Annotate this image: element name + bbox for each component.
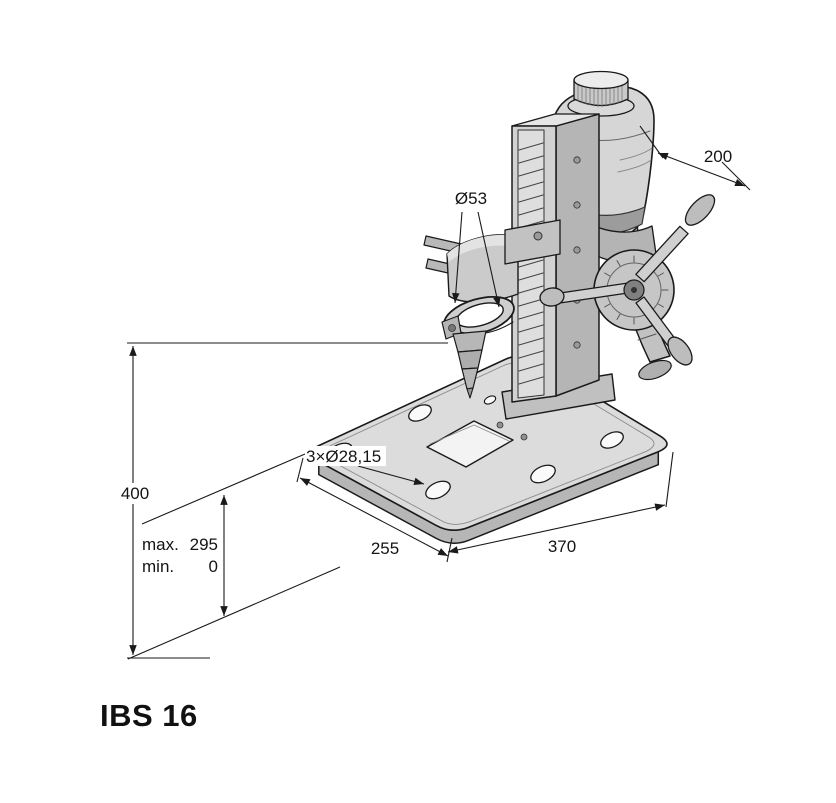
label-halo	[115, 483, 155, 504]
dimension-base-depth: 255	[296, 457, 453, 563]
base-rect-cutout-edge	[429, 424, 510, 445]
leader-line	[477, 211, 501, 308]
handle-grip	[539, 287, 565, 307]
dimension-base-holes: 3×Ø28,15	[302, 446, 425, 486]
dimension-line	[299, 477, 449, 557]
label-halo	[362, 538, 408, 558]
cap-top	[573, 70, 629, 90]
dimension-depth: 200	[639, 125, 751, 191]
guide-column	[511, 113, 600, 403]
column-screw	[573, 246, 581, 254]
arbor-step-1	[452, 330, 487, 353]
column-clamp	[504, 219, 561, 265]
base-hole	[530, 464, 556, 484]
cap-knurling	[577, 83, 623, 108]
extension-line	[721, 161, 751, 191]
label-halo	[538, 536, 586, 556]
base-hole	[408, 404, 432, 422]
base-holes-label: 3×Ø28,15	[306, 447, 381, 466]
extension-line	[665, 451, 674, 508]
handle-spoke	[635, 225, 689, 283]
label-halo	[448, 187, 494, 208]
extension-line	[639, 125, 664, 159]
stroke-min-label: min.	[142, 557, 174, 576]
dimension-line	[657, 152, 746, 187]
clamp-bolt	[533, 231, 543, 241]
column-screw	[573, 201, 581, 209]
base-hole	[600, 431, 624, 449]
stroke-min-value: 0	[209, 557, 218, 576]
dimension-line	[447, 503, 666, 554]
arbor-tip	[466, 387, 474, 399]
dimension-stroke-travel: max. 295 min. 0	[127, 453, 341, 660]
base-width-label: 370	[548, 537, 576, 556]
leader-line	[452, 211, 463, 304]
bracket-highlight	[447, 234, 518, 262]
motor-vents	[617, 147, 653, 173]
drill-stand-illustration	[310, 70, 716, 544]
extension-line	[141, 453, 306, 525]
extension-line	[127, 566, 341, 660]
hub-pin	[631, 287, 637, 293]
column-screw	[573, 156, 581, 164]
pinch-bolt	[448, 324, 456, 332]
dimension-total-height: 400	[115, 342, 448, 659]
base-hole-small	[483, 395, 497, 405]
feed-handle	[539, 194, 716, 366]
collar-bore-label: Ø53	[455, 189, 487, 208]
base-rect-cutout	[426, 420, 514, 468]
arbor-step-2	[457, 349, 483, 370]
label-halo	[302, 446, 386, 466]
extension-line	[296, 457, 304, 483]
stroke-max-value: 295	[190, 535, 218, 554]
handle-grip	[667, 336, 693, 366]
clamp-collar-assembly	[423, 219, 561, 399]
strut-foot	[638, 359, 672, 381]
column-screw	[573, 341, 581, 349]
base-screw	[496, 421, 504, 429]
base-screw	[520, 433, 528, 441]
base-depth-label: 255	[371, 539, 399, 558]
total-height-label: 400	[121, 484, 149, 503]
column-side-face	[555, 113, 600, 397]
dimension-collar-bore: Ø53	[448, 187, 501, 308]
dimension-annotations: 200 Ø53 3×Ø28,15 400	[115, 125, 751, 660]
stroke-max-label: max.	[142, 535, 179, 554]
dimension-base-width: 370	[447, 451, 674, 556]
handle-grip	[684, 194, 716, 226]
model-title: IBS 16	[100, 698, 198, 733]
dimension-depth-label: 200	[704, 147, 732, 166]
